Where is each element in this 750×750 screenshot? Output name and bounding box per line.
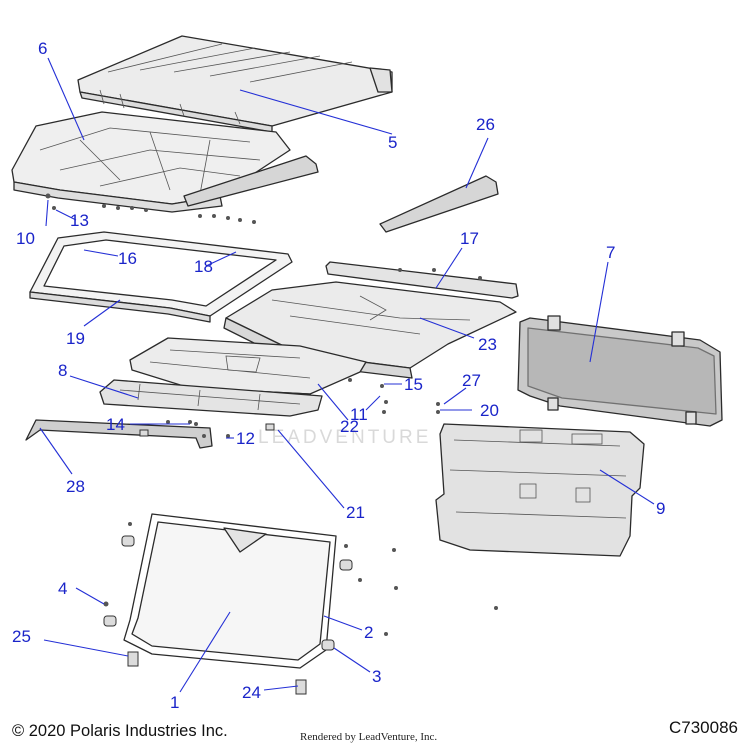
leader-lines: [39, 57, 655, 693]
callout-3: 3: [372, 667, 381, 686]
small-fasteners: [103, 268, 498, 636]
diagram-code: C730086: [668, 718, 738, 737]
roof-fasteners: [45, 193, 256, 224]
roof-top-panel: [77, 35, 393, 133]
callout-19: 19: [66, 329, 85, 348]
callout-18: 18: [194, 257, 213, 276]
callout-12: 12: [236, 429, 255, 448]
lower-trim-strip: [25, 419, 213, 449]
front-header-frame: [29, 231, 293, 323]
callout-5: 5: [388, 133, 397, 152]
callout-28: 28: [66, 477, 85, 496]
callout-23: 23: [478, 335, 497, 354]
rear-window-panel: [517, 315, 723, 427]
watermark: LEADVENTURE: [258, 427, 431, 448]
callout-7: 7: [606, 243, 615, 262]
callout-labels: 6 5 26 10 13 16 18 19 17 7 23 8 15 11 27…: [12, 39, 665, 712]
upper-seal-strip: [379, 175, 499, 233]
callout-11: 11: [350, 405, 368, 424]
callout-26: 26: [476, 115, 495, 134]
callout-4: 4: [58, 579, 67, 598]
front-bracket: [99, 379, 323, 417]
callout-21: 21: [346, 503, 365, 522]
callout-2: 2: [364, 623, 373, 642]
callout-10: 10: [16, 229, 35, 248]
callout-13: 13: [70, 211, 89, 230]
callout-15: 15: [404, 375, 423, 394]
rear-wall-panel: [435, 423, 645, 557]
callout-27: 27: [462, 371, 481, 390]
callout-25: 25: [12, 627, 31, 646]
windshield-glass: [123, 513, 337, 669]
callout-20: 20: [480, 401, 499, 420]
callout-6: 6: [38, 39, 47, 58]
callout-16: 16: [118, 249, 137, 268]
copyright-notice: © 2020 Polaris Industries Inc.: [12, 722, 228, 740]
rear-header-rail: [325, 261, 519, 299]
callout-1: 1: [170, 693, 179, 712]
callout-24: 24: [242, 683, 261, 702]
rendered-by-credit: Rendered by LeadVenture, Inc.: [300, 731, 438, 743]
hardware-pieces: [103, 423, 353, 695]
callout-14: 14: [106, 415, 125, 434]
callout-17: 17: [460, 229, 479, 248]
callout-9: 9: [656, 499, 665, 518]
callout-22: 22: [340, 417, 359, 436]
callout-8: 8: [58, 361, 67, 380]
roof-edge-seal: [183, 155, 319, 207]
